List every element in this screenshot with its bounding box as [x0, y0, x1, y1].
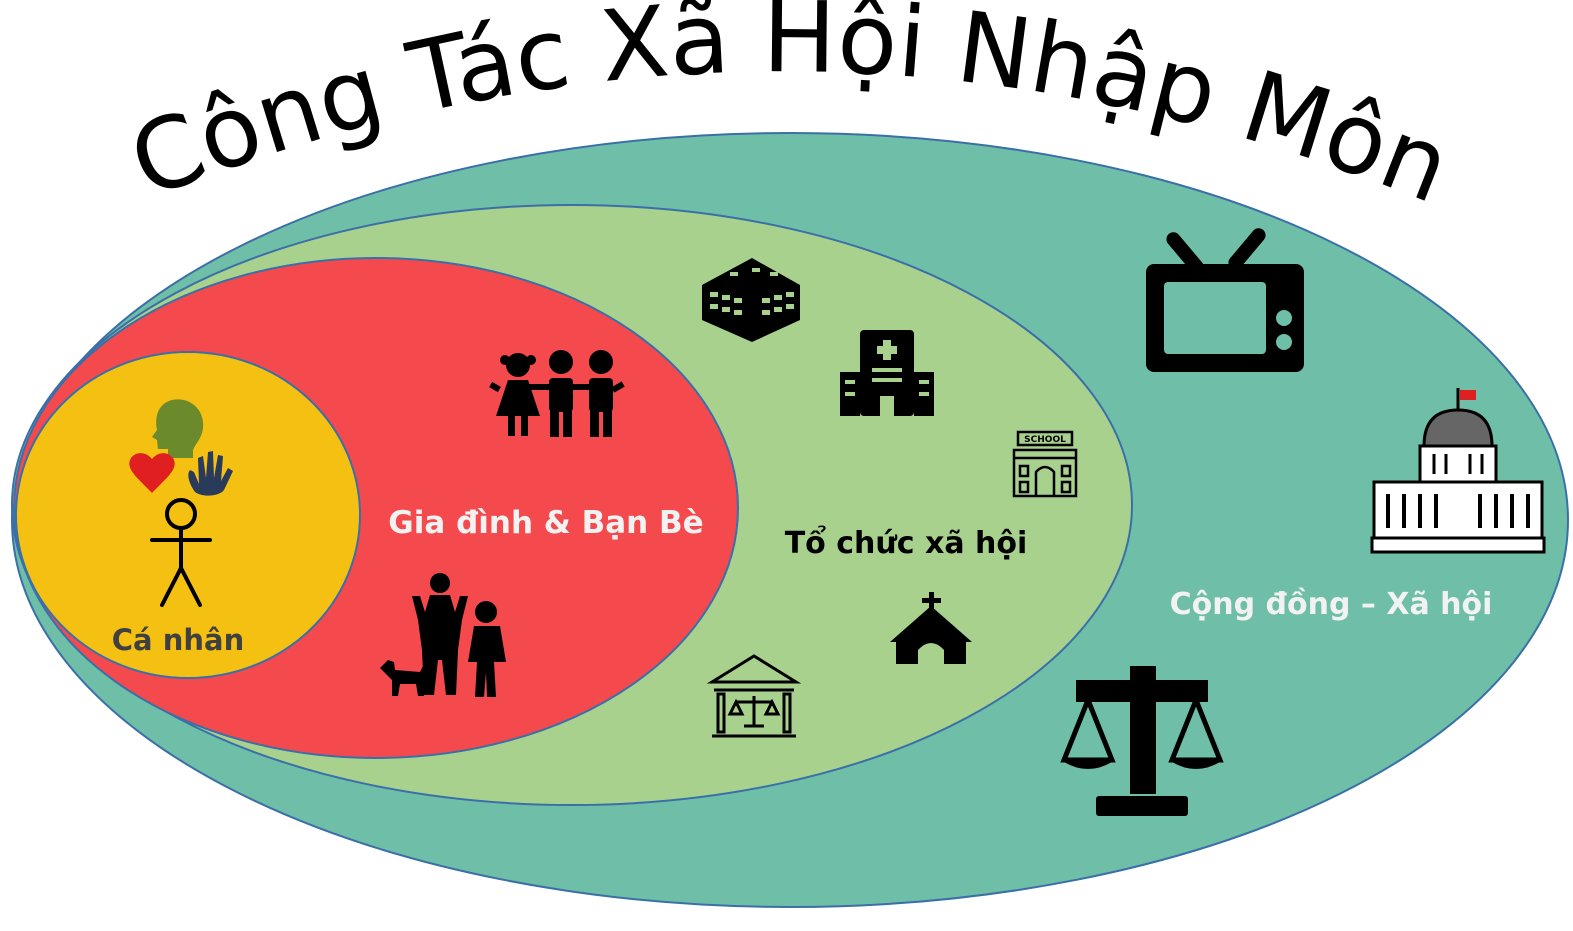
- children-icon: [489, 350, 625, 437]
- stick-figure-icon: [150, 498, 212, 607]
- label-organization: Tổ chức xã hội: [785, 525, 1028, 561]
- scales-icon: [1060, 666, 1224, 816]
- label-family: Gia đình & Bạn Bè: [388, 505, 703, 541]
- person-thinking-icon: [152, 399, 204, 458]
- hospital-icon: [840, 330, 934, 416]
- label-community: Cộng đồng – Xã hội: [1170, 587, 1493, 622]
- individual-ellipse: [15, 351, 361, 679]
- courthouse-icon: [706, 654, 802, 738]
- label-individual: Cá nhân: [112, 623, 244, 657]
- hand-icon: [188, 451, 233, 496]
- tv-icon: [1146, 228, 1304, 372]
- school-icon: SCHOOL: [1012, 430, 1078, 498]
- capitol-icon: [1370, 388, 1546, 554]
- church-icon: [890, 592, 972, 664]
- family-with-dog-icon: [380, 573, 506, 697]
- office-building-icon: [702, 258, 800, 342]
- heart-icon: [129, 453, 175, 493]
- school-sign-text: SCHOOL: [1024, 435, 1066, 445]
